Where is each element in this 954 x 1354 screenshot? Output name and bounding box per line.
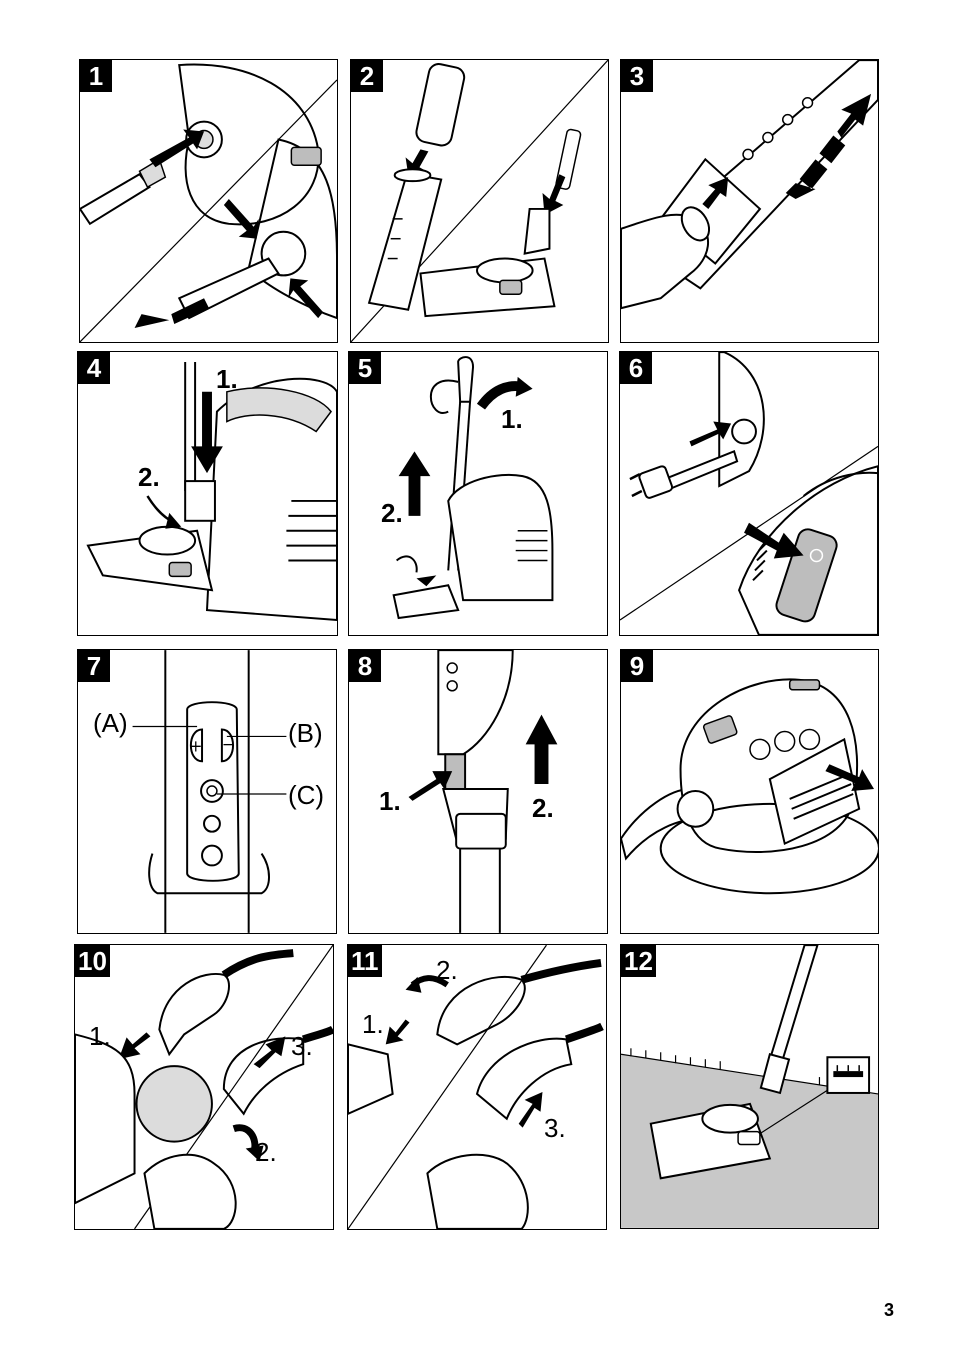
step-label: 1.: [362, 1009, 384, 1039]
panel-number: 8: [349, 650, 381, 682]
panel-number: 2: [351, 60, 383, 92]
panel-number: 9: [621, 650, 653, 682]
panel-3: 3: [620, 59, 879, 343]
panel-9: 9: [620, 649, 879, 934]
panel-number: 7: [78, 650, 110, 682]
panel-4: 4 1. 2.: [77, 351, 338, 636]
illustration-carpet-mode: [621, 945, 878, 1228]
step-label: 1.: [216, 364, 238, 394]
illustration-unplug-switch: [620, 352, 878, 635]
step-label: 3.: [291, 1031, 313, 1061]
step-label: 1.: [501, 404, 523, 434]
step-label: 2.: [381, 498, 403, 528]
panel-number: 4: [78, 352, 110, 384]
illustration-tube-assembly: [351, 60, 608, 342]
panel-number: 5: [349, 352, 381, 384]
panel-2: 2: [350, 59, 609, 343]
minus-icon: −: [222, 734, 235, 753]
plus-icon: +: [189, 736, 202, 755]
illustration-carry-device: [392, 356, 554, 620]
illustration-detach-hose-handle: [348, 945, 604, 1229]
illustration-park-position: [86, 362, 337, 622]
callout-c: (C): [288, 780, 325, 810]
power-icon: [206, 785, 218, 797]
panel-number: 12: [621, 945, 656, 977]
step-label: 2.: [255, 1137, 277, 1167]
panel-10: 10 1. 3. 2.: [74, 944, 334, 1230]
step-label: 1.: [89, 1021, 111, 1051]
panel-7: 7 (A) (B) (C) + −: [77, 649, 337, 934]
illustration-open-cover: [621, 678, 878, 895]
panel-6: 6: [619, 351, 879, 636]
panel-11: 11 2. 1. 3.: [347, 944, 607, 1230]
panel-12: 12: [620, 944, 879, 1229]
panel-5: 5 1. 2.: [348, 351, 608, 636]
illustration-handle-controls: + −: [132, 650, 287, 933]
panel-number: 1: [80, 60, 112, 92]
step-label: 1.: [379, 786, 401, 816]
step-label: 2.: [138, 462, 160, 492]
illustration-attach-hose-handle: [75, 945, 333, 1229]
callout-b: (B): [288, 718, 323, 748]
page-number: 3: [884, 1300, 895, 1320]
panel-8: 8 1. 2.: [348, 649, 608, 934]
panel-number: 10: [75, 945, 110, 977]
step-label: 2.: [532, 793, 554, 823]
illustration-hose-connect: [80, 63, 337, 342]
illustration-telescopic-tube: [621, 60, 878, 310]
panel-1: 1: [79, 59, 338, 343]
step-label: 3.: [544, 1113, 566, 1143]
panel-number: 11: [348, 945, 382, 977]
panel-number: 3: [621, 60, 653, 92]
callout-a: (A): [93, 708, 128, 738]
step-label: 2.: [436, 955, 458, 985]
illustration-remove-tube: [408, 650, 558, 933]
panel-number: 6: [620, 352, 652, 384]
